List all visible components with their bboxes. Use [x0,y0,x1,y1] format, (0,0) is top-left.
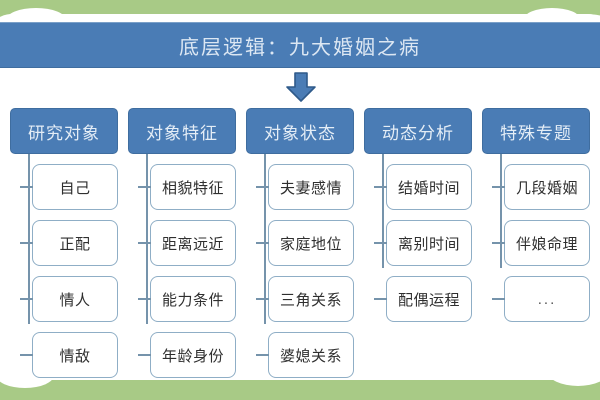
item-box[interactable]: 距离远近 [150,220,236,266]
item-box[interactable]: 配偶运程 [386,276,472,322]
cloud-decoration-bottom-right [548,358,600,386]
connector-trunk-3 [264,154,266,324]
arrow-down-icon [284,71,318,103]
column-header-3[interactable]: 对象状态 [246,108,354,154]
connector-trunk-5 [500,154,502,268]
column-special-topics: 特殊专题 几段婚姻 伴娘命理 ... [482,108,590,380]
column-items-4: 结婚时间 离别时间 配偶运程 [364,164,472,322]
item-box[interactable]: 相貌特征 [150,164,236,210]
item-box[interactable]: 几段婚姻 [504,164,590,210]
item-box[interactable]: 离别时间 [386,220,472,266]
banner-title-bar: 底层逻辑：九大婚姻之病 [0,22,600,68]
item-box[interactable]: 年龄身份 [150,332,236,378]
column-header-2[interactable]: 对象特征 [128,108,236,154]
column-items-2: 相貌特征 距离远近 能力条件 年龄身份 [128,164,236,378]
connector-trunk-1 [28,154,30,324]
column-items-1: 自己 正配 情人 情敌 [10,164,118,378]
column-items-5: 几段婚姻 伴娘命理 ... [482,164,590,322]
columns-container: 研究对象 自己 正配 情人 情敌 对象特征 相貌特征 距离远近 能力条件 年龄身… [0,108,600,380]
column-dynamic-analysis: 动态分析 结婚时间 离别时间 配偶运程 [364,108,472,380]
column-header-5[interactable]: 特殊专题 [482,108,590,154]
page-title: 底层逻辑：九大婚姻之病 [179,36,421,59]
item-box[interactable]: 情人 [32,276,118,322]
item-box[interactable]: 情敌 [32,332,118,378]
column-header-4[interactable]: 动态分析 [364,108,472,154]
item-box[interactable]: 伴娘命理 [504,220,590,266]
item-box[interactable]: 正配 [32,220,118,266]
item-box[interactable]: 三角关系 [268,276,354,322]
item-box[interactable]: 家庭地位 [268,220,354,266]
column-subject-traits: 对象特征 相貌特征 距离远近 能力条件 年龄身份 [128,108,236,380]
column-items-3: 夫妻感情 家庭地位 三角关系 婆媳关系 [246,164,354,378]
connector-trunk-4 [382,154,384,268]
connector-trunk-2 [146,154,148,324]
item-box[interactable]: 结婚时间 [386,164,472,210]
item-box[interactable]: 自己 [32,164,118,210]
item-box-ellipsis[interactable]: ... [504,276,590,322]
column-header-1[interactable]: 研究对象 [10,108,118,154]
item-box[interactable]: 能力条件 [150,276,236,322]
column-research-subject: 研究对象 自己 正配 情人 情敌 [10,108,118,380]
item-box[interactable]: 夫妻感情 [268,164,354,210]
column-subject-state: 对象状态 夫妻感情 家庭地位 三角关系 婆媳关系 [246,108,354,380]
item-box[interactable]: 婆媳关系 [268,332,354,378]
